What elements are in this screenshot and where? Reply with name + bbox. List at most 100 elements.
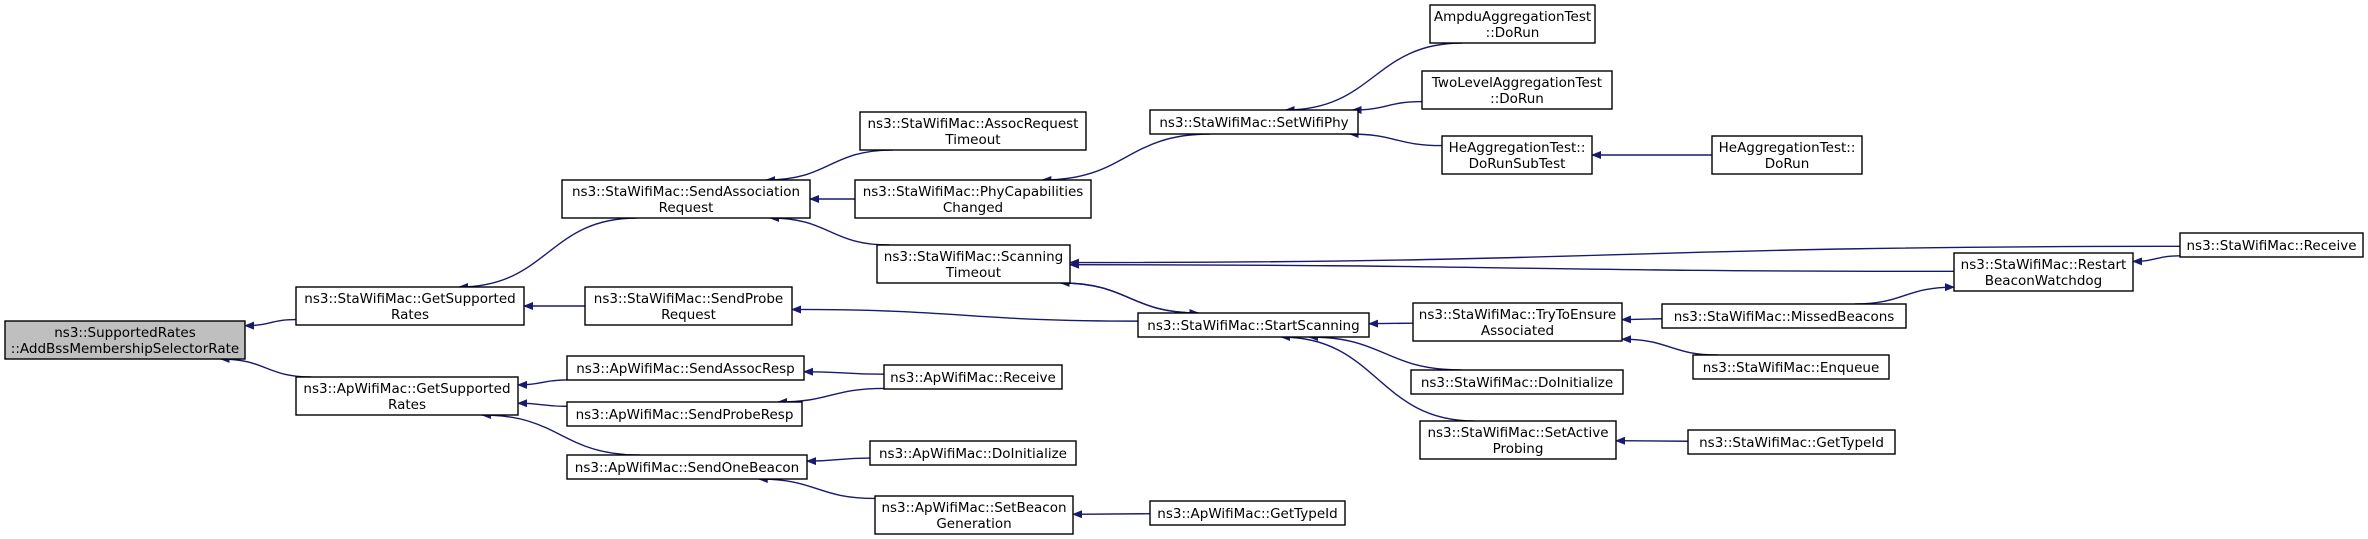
edge-sta-receive-to-sta-restart [2132, 255, 2181, 266]
node-sta-receive[interactable]: ns3::StaWifiMac::Receive [2179, 232, 2364, 258]
node-box [566, 355, 805, 381]
node-label: ns3::StaWifiMac::DoInitialize [1421, 375, 1613, 391]
node-label: HeAggregationTest:: [1719, 140, 1856, 156]
node-label: Request [659, 200, 714, 216]
edge-ap-receive-to-ap-sendproberesp [777, 387, 885, 406]
node-box [859, 111, 1087, 151]
node-ap-gettypeid[interactable]: ns3::ApWifiMac::GetTypeId [1149, 500, 1346, 526]
edge-sta-trytoensure-to-sta-startscan [1368, 319, 1414, 328]
edge-sta-gettypeid-to-sta-setactive [1615, 436, 1689, 445]
edge-ampdu-to-sta-setwifiphy [1284, 42, 1463, 114]
edge-ap-sendonebeacon-to-ap-getsup [480, 411, 640, 456]
node-box [566, 401, 803, 427]
node-ap-doinit[interactable]: ns3::ApWifiMac::DoInitialize [869, 440, 1077, 466]
node-box [1661, 303, 1907, 329]
node-sta-gettypeid[interactable]: ns3::StaWifiMac::GetTypeId [1687, 429, 1896, 455]
edge-ap-sendassocresp-to-ap-getsup [517, 379, 568, 389]
node-ap-sendonebeacon[interactable]: ns3::ApWifiMac::SendOneBeacon [566, 454, 808, 480]
edge-sta-scantimeout-to-sta-sendassoc [769, 214, 890, 246]
edge-layer [219, 42, 2181, 519]
node-label: Rates [388, 397, 426, 413]
node-label: DoRunSubTest [1469, 156, 1566, 172]
node-label: ::AddBssMembershipSelectorRate [11, 341, 239, 357]
node-box [1137, 312, 1370, 338]
edge-sta-missed-to-sta-trytoensure [1621, 315, 1663, 324]
edge-sta-startscan-to-sta-sendprobe [791, 305, 1139, 322]
node-label: ::DoRun [1490, 91, 1544, 107]
node-label: Request [661, 307, 716, 323]
node-ap-sendassocresp[interactable]: ns3::ApWifiMac::SendAssocResp [566, 355, 805, 381]
node-box [1410, 369, 1624, 395]
node-label: Timeout [944, 132, 1000, 148]
node-box [4, 320, 246, 360]
node-label: AmpduAggregationTest [1434, 9, 1591, 25]
node-sta-enqueue[interactable]: ns3::StaWifiMac::Enqueue [1692, 354, 1890, 380]
node-label: ns3::ApWifiMac::SendOneBeacon [575, 460, 799, 476]
node-label: ns3::StaWifiMac::Restart [1961, 257, 2127, 273]
node-label: Timeout [945, 265, 1001, 281]
edge-he-subtest-to-sta-setwifiphy [1348, 130, 1443, 147]
edge-sta-restart-to-sta-scantimeout [1069, 260, 1955, 273]
node-label: ns3::StaWifiMac::StartScanning [1147, 318, 1359, 334]
node-label: ns3::ApWifiMac::Receive [890, 370, 1056, 386]
node-he-dorun[interactable]: HeAggregationTest::DoRun [1711, 135, 1863, 175]
node-label: Probing [1493, 441, 1544, 457]
node-box [2179, 232, 2364, 258]
node-box [1149, 109, 1359, 135]
node-label: ns3::StaWifiMac::SendAssociation [572, 184, 800, 200]
node-he-subtest[interactable]: HeAggregationTest::DoRunSubTest [1441, 135, 1593, 175]
node-box [295, 286, 525, 326]
node-box [1441, 135, 1593, 175]
node-box [1412, 302, 1623, 342]
node-box [876, 244, 1071, 284]
node-label: ns3::ApWifiMac::SendProbeResp [576, 407, 794, 423]
node-label: ns3::StaWifiMac::Receive [2186, 238, 2356, 254]
node-ampdu[interactable]: AmpduAggregationTest::DoRun [1429, 4, 1596, 44]
edge-sta-scantimeout-to-sta-startscan [1060, 282, 1200, 317]
edge-sta-enqueue-to-sta-trytoensure [1621, 335, 1719, 356]
node-box [883, 364, 1063, 390]
node-label: ns3::ApWifiMac::SendAssocResp [576, 361, 795, 377]
edge-ap-receive-to-ap-sendassocresp [803, 367, 885, 376]
node-label: ns3::ApWifiMac::GetSupported [303, 381, 510, 397]
node-ap-sendproberesp[interactable]: ns3::ApWifiMac::SendProbeResp [566, 401, 803, 427]
edge-ap-gettypeid-to-ap-setbeacongen [1072, 510, 1151, 519]
node-sta-missed[interactable]: ns3::StaWifiMac::MissedBeacons [1661, 303, 1907, 329]
node-box [1953, 252, 2134, 292]
node-sta-doinit[interactable]: ns3::StaWifiMac::DoInitialize [1410, 369, 1624, 395]
node-box [1692, 354, 1890, 380]
node-sta-startscan[interactable]: ns3::StaWifiMac::StartScanning [1137, 312, 1370, 338]
node-label: TwoLevelAggregationTest [1431, 75, 1602, 91]
node-label: ns3::StaWifiMac::MissedBeacons [1674, 309, 1895, 325]
node-label: ns3::StaWifiMac::PhyCapabilities [863, 184, 1084, 200]
edge-sta-doinit-to-sta-startscan [1307, 333, 1462, 371]
edge-twolevel-to-sta-setwifiphy [1351, 100, 1423, 114]
node-layer: ns3::SupportedRates::AddBssMembershipSel… [4, 4, 2364, 535]
node-sta-setwifiphy[interactable]: ns3::StaWifiMac::SetWifiPhy [1149, 109, 1359, 135]
node-box [869, 440, 1077, 466]
node-label: ns3::SupportedRates [54, 325, 196, 341]
edge-ap-doinit-to-ap-sendonebeacon [806, 457, 871, 466]
node-root[interactable]: ns3::SupportedRates::AddBssMembershipSel… [4, 320, 246, 360]
node-box [874, 495, 1074, 535]
node-box [1421, 70, 1613, 110]
edge-ap-setbeacongen-to-ap-sendonebeacon [757, 475, 876, 500]
node-label: ns3::ApWifiMac::SetBeacon [881, 500, 1066, 516]
edge-sta-setactive-to-sta-startscan [1280, 333, 1475, 422]
node-label: Associated [1481, 323, 1554, 339]
node-ap-receive[interactable]: ns3::ApWifiMac::Receive [883, 364, 1063, 390]
node-twolevel[interactable]: TwoLevelAggregationTest::DoRun [1421, 70, 1613, 110]
edge-sta-sendassoc-to-sta-getsup [458, 217, 637, 291]
